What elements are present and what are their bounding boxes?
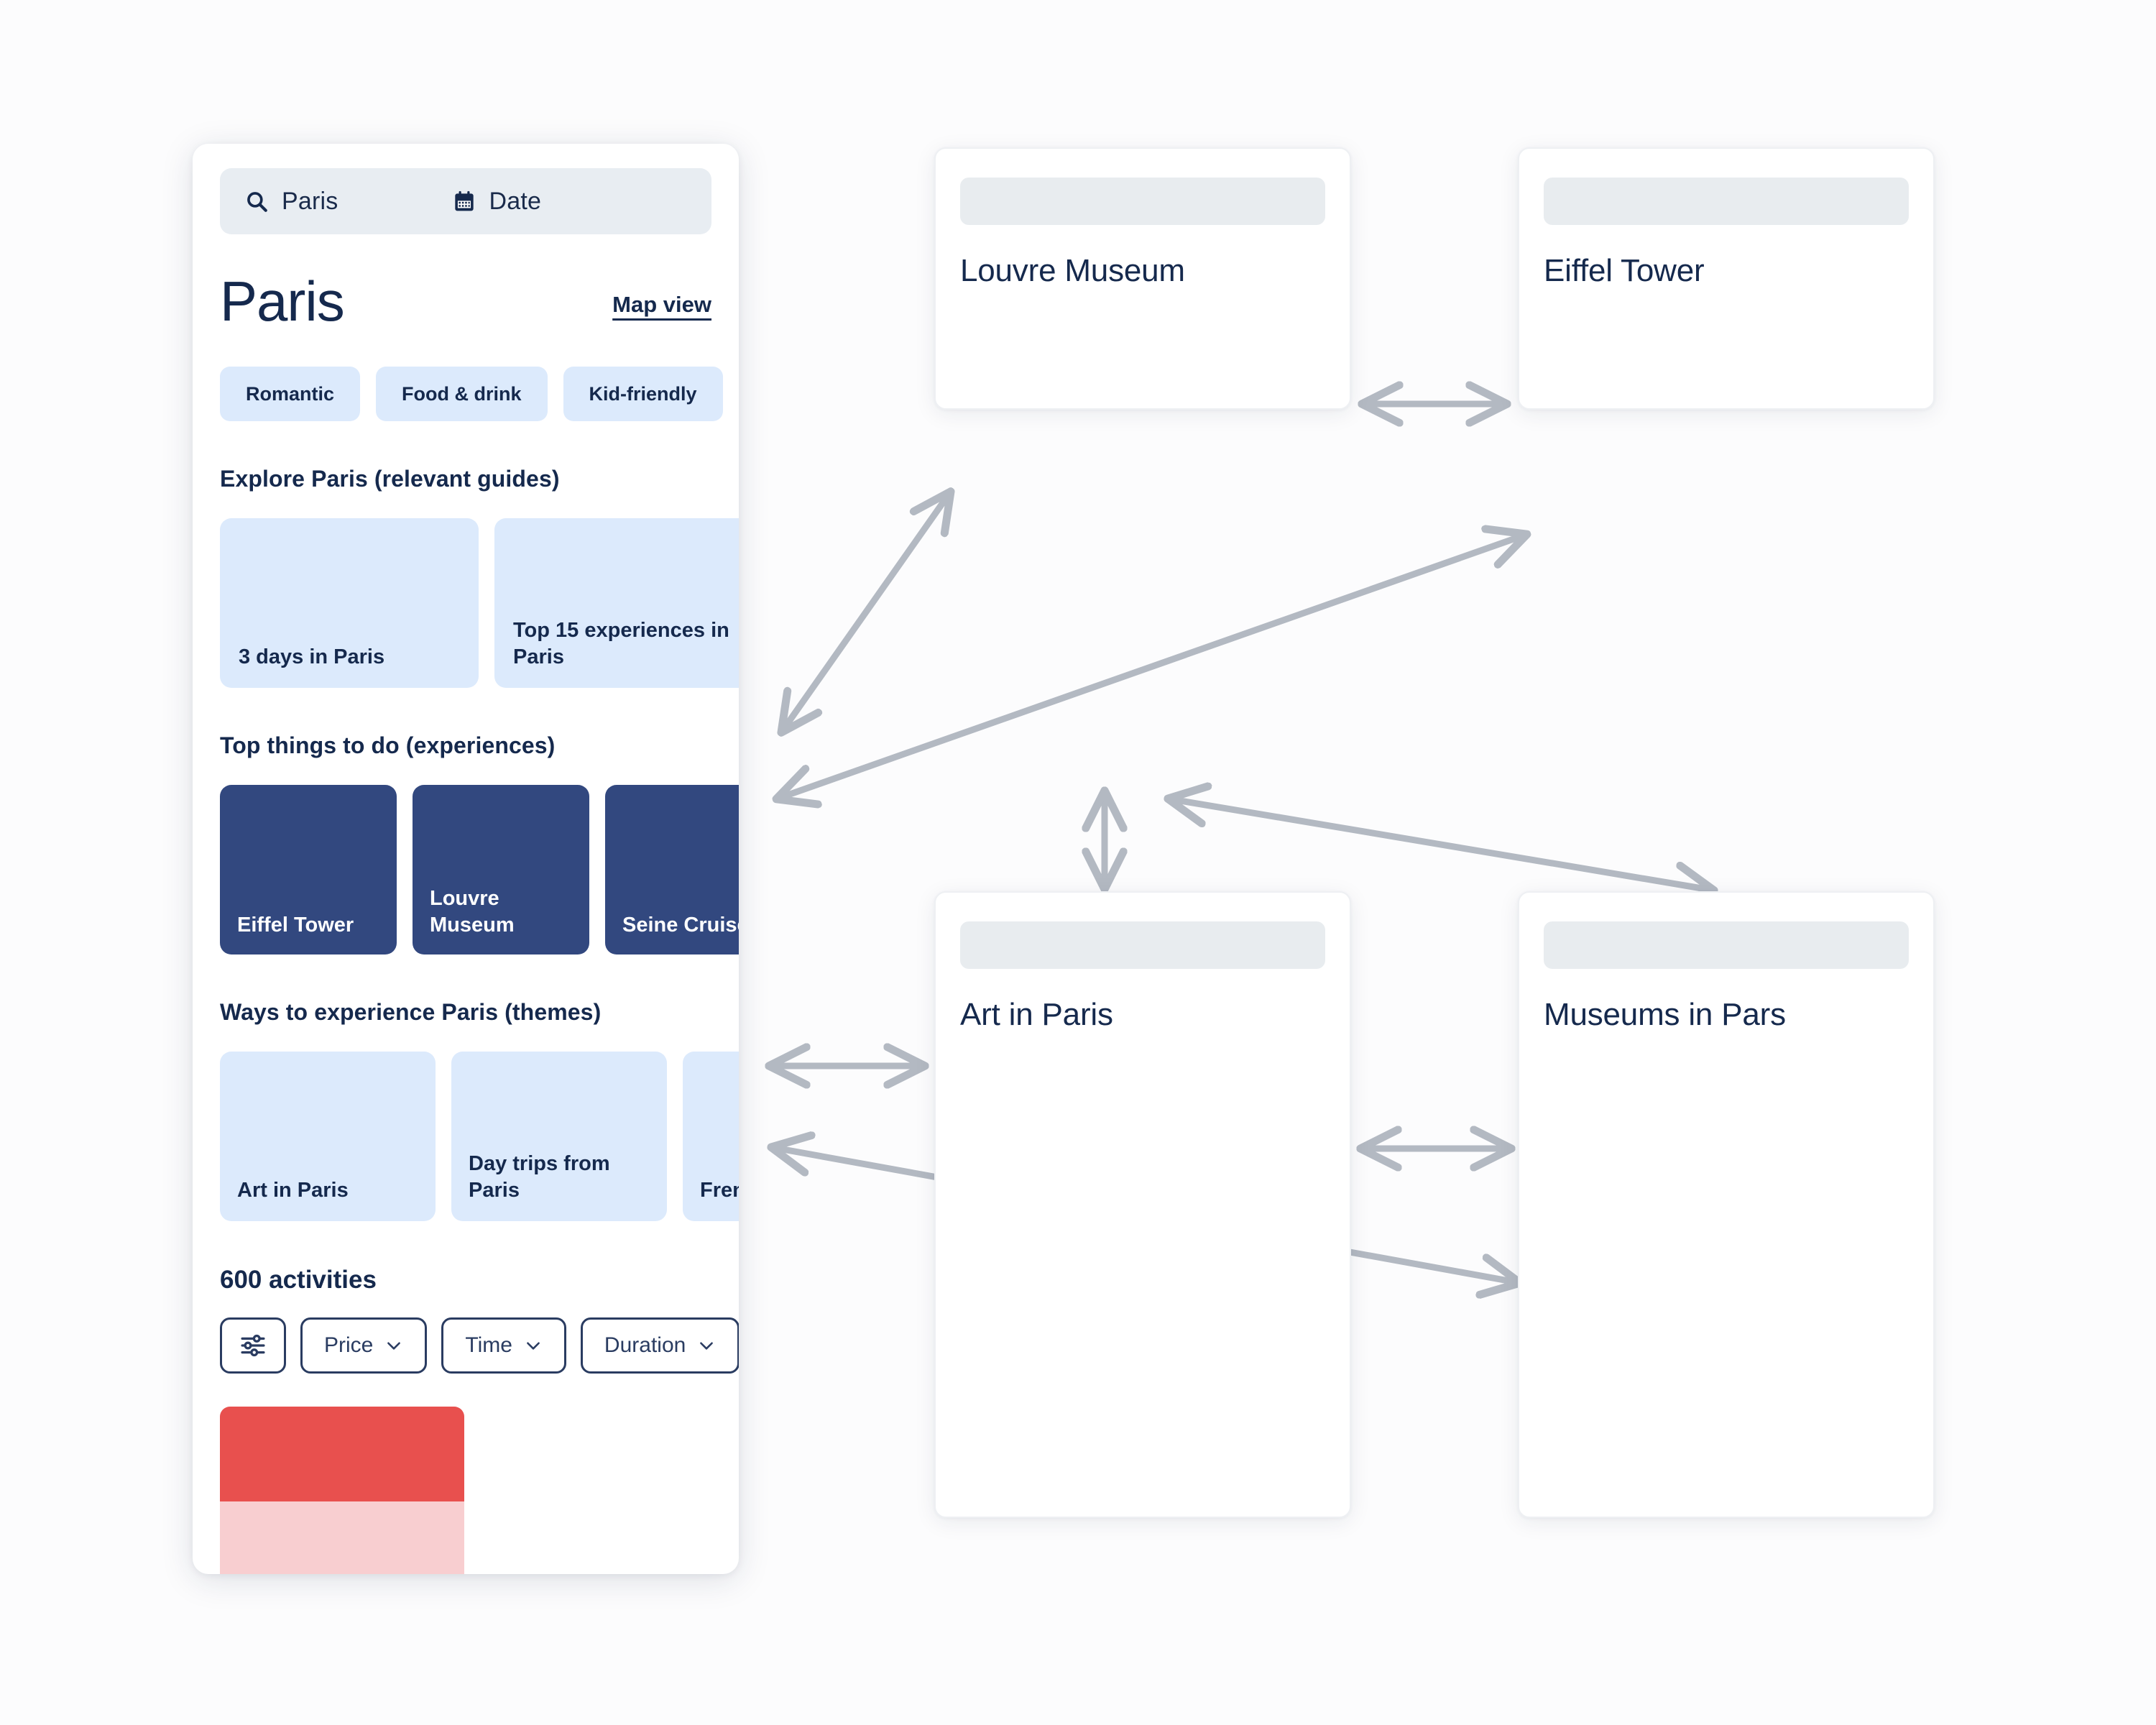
- experience-card-louvre-museum[interactable]: Louvre Museum: [413, 785, 589, 955]
- board-card-art-in-paris[interactable]: Art in Paris: [934, 891, 1351, 1518]
- board-card-title: Art in Paris: [960, 997, 1113, 1032]
- connector-phone-eiffel: [780, 535, 1524, 798]
- activities-count: 600 activities: [220, 1266, 377, 1294]
- page-title-row: Paris Map view: [220, 270, 711, 333]
- experience-card-label: Seine Cruises: [622, 913, 739, 937]
- board-card-placeholder-bar: [960, 921, 1325, 969]
- filter-duration-label: Duration: [604, 1333, 686, 1358]
- board-card-museums-in-pars[interactable]: Museums in Pars: [1518, 891, 1935, 1518]
- experience-card-eiffel-tower[interactable]: Eiffel Tower: [220, 785, 397, 955]
- experience-card-label: Eiffel Tower: [237, 913, 354, 937]
- chevron-down-icon: [387, 1342, 401, 1350]
- theme-card-label: French wine: [700, 1178, 739, 1202]
- filters-button[interactable]: [220, 1317, 286, 1374]
- search-date-label: Date: [489, 187, 542, 215]
- guide-card-3-days[interactable]: 3 days in Paris: [220, 518, 479, 689]
- guide-card-label: 3 days in Paris: [239, 645, 385, 668]
- theme-card-art-in-paris[interactable]: Art in Paris: [220, 1052, 436, 1222]
- search-bar[interactable]: Paris Date: [220, 168, 711, 234]
- search-destination-field[interactable]: Paris: [244, 188, 338, 216]
- board-card-placeholder-bar: [1544, 178, 1909, 225]
- guides-section-heading: Explore Paris (relevant guides): [220, 466, 560, 492]
- chip-food-and-drink[interactable]: Food & drink: [376, 367, 548, 422]
- filter-time-label: Time: [465, 1333, 512, 1358]
- map-view-link[interactable]: Map view: [612, 292, 711, 318]
- chip-kid-friendly[interactable]: Kid-friendly: [563, 367, 723, 422]
- theme-card-day-trips[interactable]: Day trips from Paris: [451, 1052, 667, 1222]
- themes-section-heading: Ways to experience Paris (themes): [220, 999, 602, 1026]
- experience-card-label: Louvre Museum: [430, 886, 515, 937]
- guides-card-row: 3 days in Paris Top 15 experiences in Pa…: [220, 518, 739, 689]
- connector-phone-louvre: [783, 494, 949, 730]
- search-icon: [247, 192, 267, 212]
- theme-card-label: Art in Paris: [237, 1178, 349, 1202]
- experiences-card-row: Eiffel Tower Louvre Museum Seine Cruises: [220, 785, 739, 955]
- chevron-down-icon: [527, 1342, 540, 1350]
- filter-bar: Price Time Duration: [220, 1317, 739, 1374]
- category-chip-row: Romantic Food & drink Kid-friendly: [220, 367, 739, 422]
- mobile-app-panel: Paris Date: [193, 144, 739, 1574]
- sliders-icon: [241, 1334, 265, 1357]
- board-card-title: Museums in Pars: [1544, 997, 1786, 1032]
- calendar-icon: [455, 190, 474, 211]
- results-grid: [220, 1407, 711, 1574]
- chevron-down-icon: [700, 1342, 714, 1350]
- filter-price[interactable]: Price: [300, 1317, 428, 1374]
- connector-museums-louvre: [1171, 799, 1710, 890]
- search-date-field[interactable]: Date: [453, 188, 541, 216]
- filter-time[interactable]: Time: [441, 1317, 566, 1374]
- board-card-placeholder-bar: [1544, 921, 1909, 969]
- result-card-image: [220, 1407, 464, 1502]
- board-card-title: Eiffel Tower: [1544, 253, 1705, 288]
- filter-duration[interactable]: Duration: [580, 1317, 739, 1374]
- themes-card-row: Art in Paris Day trips from Paris French…: [220, 1052, 739, 1222]
- chip-romantic[interactable]: Romantic: [220, 367, 361, 422]
- experiences-section-heading: Top things to do (experiences): [220, 732, 556, 759]
- result-card-body: [220, 1501, 464, 1574]
- result-card[interactable]: [220, 1407, 464, 1574]
- board-card-eiffel-tower[interactable]: Eiffel Tower: [1518, 147, 1935, 410]
- board-card-louvre-museum[interactable]: Louvre Museum: [934, 147, 1351, 410]
- guide-card-label: Top 15 experiences in Paris: [513, 618, 729, 668]
- board-card-placeholder-bar: [960, 178, 1325, 225]
- theme-card-french-wine[interactable]: French wine: [683, 1052, 739, 1222]
- experience-card-seine-cruises[interactable]: Seine Cruises: [605, 785, 739, 955]
- guide-card-top-15[interactable]: Top 15 experiences in Paris: [494, 518, 739, 689]
- page-title: Paris: [220, 270, 345, 333]
- board-card-title: Louvre Museum: [960, 253, 1185, 288]
- search-destination-value: Paris: [282, 187, 338, 215]
- filter-price-label: Price: [324, 1333, 374, 1358]
- theme-card-label: Day trips from Paris: [469, 1151, 610, 1202]
